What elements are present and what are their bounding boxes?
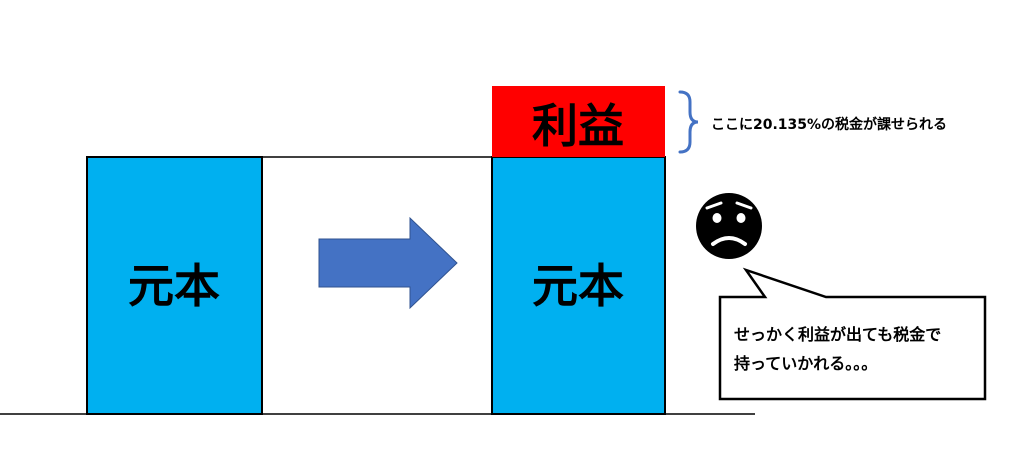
profit-block: 利益 [492, 86, 665, 157]
speech-bubble-line-2: 持っていかれる。。。 [734, 354, 877, 373]
right-arrow-icon [318, 216, 458, 310]
left-principal-block: 元本 [86, 156, 263, 415]
speech-bubble: せっかく利益が出ても税金で 持っていかれる。。。 [718, 267, 987, 401]
curly-brace-icon [678, 90, 699, 154]
right-principal-label: 元本 [532, 259, 624, 313]
profit-label: 利益 [532, 99, 624, 153]
tax-note: ここに20.135%の税金が課せられる [711, 116, 947, 133]
right-principal-block: 元本 [491, 156, 666, 415]
left-principal-label: 元本 [128, 259, 220, 313]
worried-face-icon [696, 193, 762, 259]
speech-bubble-line-1: せっかく利益が出ても税金で [734, 325, 941, 344]
